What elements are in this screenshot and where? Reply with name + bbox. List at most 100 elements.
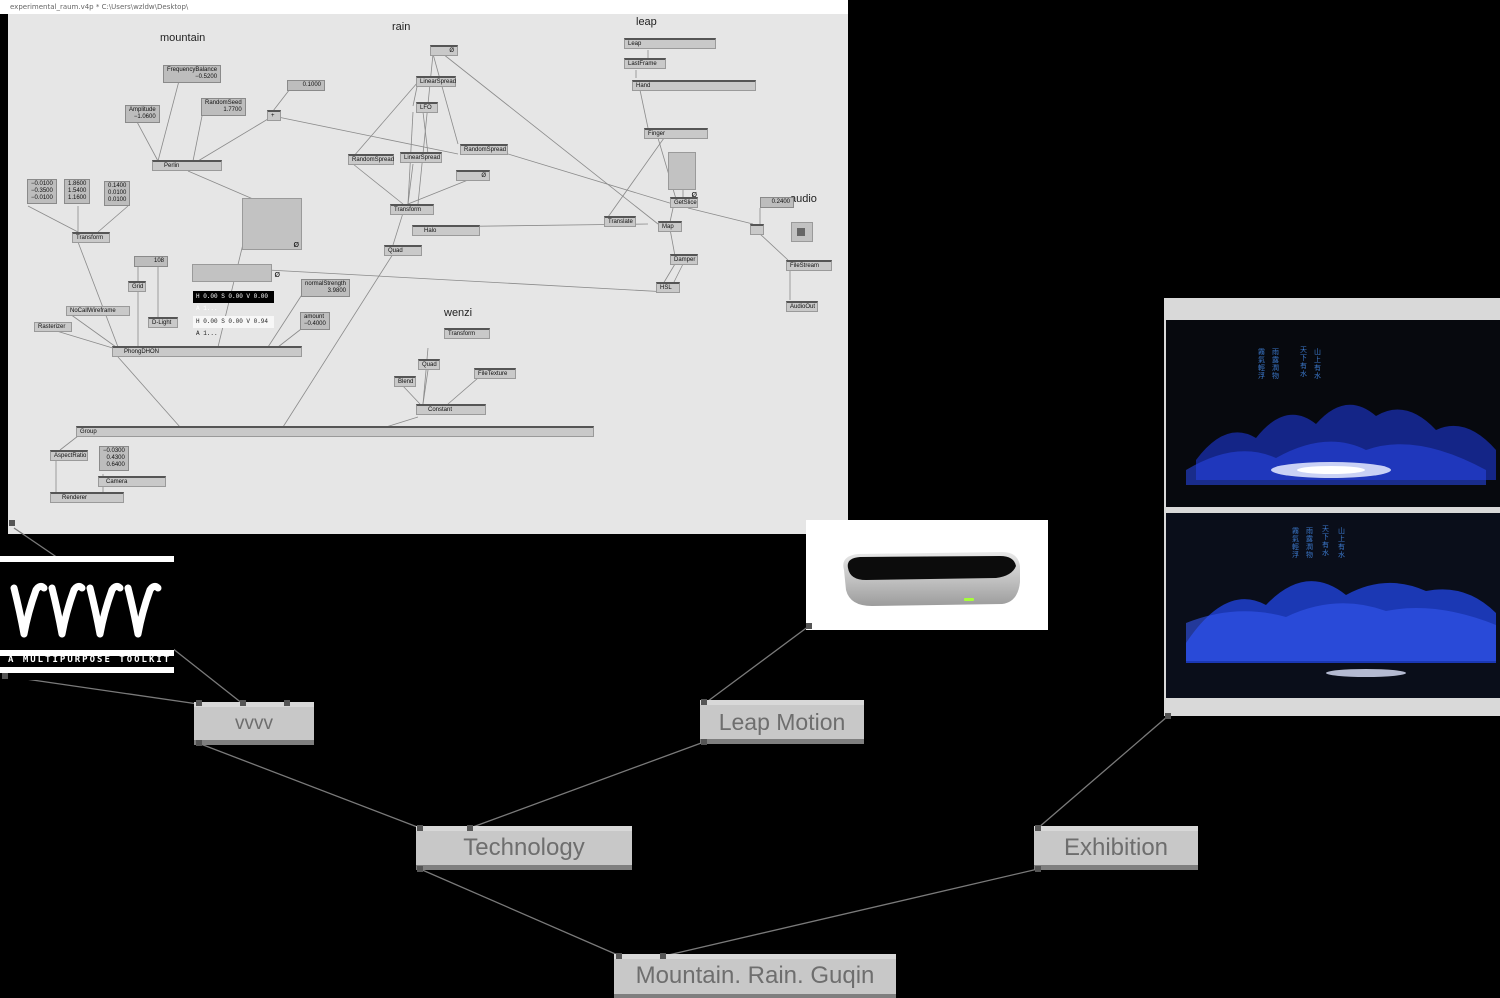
vector-iobox-3[interactable]: 0.1400 0.0100 0.0100 — [104, 181, 131, 206]
exhibition-node-box[interactable]: Exhibition — [1034, 826, 1198, 870]
file-stream-node[interactable]: FileStream — [786, 260, 832, 271]
leap-motion-device-icon — [843, 552, 1020, 606]
plus-node[interactable]: + — [267, 110, 281, 121]
phong-node[interactable]: PhongDHON — [112, 346, 302, 357]
value-108-iobox[interactable]: 108 — [134, 256, 168, 267]
exhibition-photo-2: 霧氣輕浮 雨露潤物 天下有水 山上有水 — [1166, 513, 1500, 698]
root-box-pin-tm — [660, 953, 666, 959]
color-iobox-black[interactable]: H 0.00 S 0.00 V 0.00 A 1... — [193, 291, 274, 312]
halo-label: Halo — [424, 228, 437, 234]
vector-iobox-2[interactable]: 1.8600 1.5400 1.1600 — [64, 179, 91, 204]
exhibition-photos: 霧氣輕浮 雨露潤物 天下有水 山上有水 霧氣輕浮 雨露潤物 天下有水 山上有水 — [1164, 298, 1500, 716]
get-slice-node[interactable]: GetSlice — [670, 197, 698, 208]
zero-label: Ø — [293, 241, 299, 249]
transform-node-mountain[interactable]: Transform — [72, 232, 110, 243]
vvvv-box-pin-tl — [196, 700, 202, 706]
map-node[interactable]: Map — [658, 221, 682, 232]
projection-landscape-1 — [1166, 320, 1500, 507]
color-iobox-white[interactable]: H 0.00 S 0.00 V 0.94 A 1... — [193, 316, 274, 337]
vvvv-logo: A MULTIPURPOSE TOOLKIT — [0, 556, 174, 680]
perlin-label: Perlin — [164, 163, 180, 169]
hand-node[interactable]: Hand — [632, 80, 756, 91]
value-0-2400-iobox[interactable]: 0.2400 — [760, 197, 794, 208]
exhibition-photo-1: 霧氣輕浮 雨露潤物 天下有水 山上有水 — [1166, 320, 1500, 507]
camera-vector-iobox[interactable]: −0.0300 0.4300 0.6400 — [99, 446, 129, 471]
normal-strength-label: normalStrength — [305, 281, 347, 287]
linear-spread-node-1[interactable]: LinearSpread — [416, 76, 456, 87]
leap-node[interactable]: Leap — [624, 38, 716, 49]
vvvv-box-pin-tr — [284, 700, 290, 706]
technology-box-pin-tm — [467, 825, 473, 831]
vector-iobox-1[interactable]: −0.0100 −0.3500 −0.0100 — [27, 179, 57, 204]
halo-node[interactable]: Halo — [412, 225, 480, 236]
root-node-box[interactable]: Mountain. Rain. Guqin — [614, 954, 896, 998]
leap-motion-node-label: Leap Motion — [718, 709, 846, 735]
hsl-node[interactable]: HSL — [656, 282, 680, 293]
logo-bar-bottom — [0, 667, 174, 673]
group-node[interactable]: Group — [76, 426, 594, 437]
camera-node[interactable]: Camera — [98, 476, 166, 487]
exhibition-text-col3: 天下有水 — [1300, 346, 1307, 378]
translate-node[interactable]: Translate — [604, 216, 636, 227]
blend-node[interactable]: Blend — [394, 376, 416, 387]
quad-node-rain[interactable]: Quad — [384, 245, 422, 256]
perlin-node[interactable]: Perlin — [152, 160, 222, 171]
root-box-pin-tl — [616, 953, 622, 959]
patch-connector-pin — [9, 520, 15, 526]
random-seed-label: RandomSeed — [205, 100, 242, 106]
rain-zero-node[interactable]: Ø — [430, 45, 458, 56]
amount-label: amount — [304, 314, 325, 320]
normal-strength-value: 3.9800 — [327, 288, 347, 294]
frequency-balance-iobox[interactable]: FrequencyBalance−0.5200 — [163, 65, 222, 83]
vvvv-logo-wordmark — [10, 582, 162, 638]
amount-iobox[interactable]: amount−0.4000 — [300, 312, 330, 330]
amplitude-iobox[interactable]: Amplitude−1.0600 — [125, 105, 160, 123]
random-spread-node-2[interactable]: RandomSpread — [460, 144, 508, 155]
window-title: experimental_raum.v4p * C:\Users\wzldw\D… — [10, 3, 189, 11]
nocall-wireframe-node[interactable]: NoCallWireframe — [66, 306, 130, 316]
section-label-rain: rain — [392, 21, 411, 33]
lfo-node[interactable]: LFO — [416, 102, 438, 113]
transform-node-rain[interactable]: Transform — [390, 204, 434, 215]
finger-node[interactable]: Finger — [644, 128, 708, 139]
section-label-mountain: mountain — [160, 32, 206, 44]
logo-tagline: A MULTIPURPOSE TOOLKIT — [8, 655, 172, 665]
vvvv-patch-canvas[interactable]: mountain rain leap audio wenzi Frequency… — [8, 14, 848, 534]
audio-small-node[interactable] — [750, 224, 764, 235]
camera-label: Camera — [106, 479, 128, 485]
rain-zero-node-2[interactable]: Ø — [456, 170, 490, 181]
vvvv-node-box[interactable]: vvvv — [194, 702, 314, 745]
technology-node-box[interactable]: Technology — [416, 826, 632, 870]
audio-out-node[interactable]: AudioOut — [786, 301, 818, 312]
renderer-label: Renderer — [62, 495, 88, 501]
transform-node-wenzi[interactable]: Transform — [444, 328, 490, 339]
aspect-ratio-node[interactable]: AspectRatio — [50, 450, 88, 461]
rasterizer-node[interactable]: Rasterizer — [34, 322, 72, 332]
exhibition-text-col4: 山上有水 — [1314, 348, 1321, 380]
constant-label: Constant — [428, 407, 453, 413]
logo-connector-pin — [2, 673, 8, 679]
leap-motion-node-box[interactable]: Leap Motion — [700, 700, 864, 744]
value-0-1000-iobox[interactable]: 0.1000 — [287, 80, 325, 91]
amount-value: −0.4000 — [304, 321, 326, 327]
dlight-node[interactable]: D-Light — [148, 317, 178, 328]
leap-connector-pin — [806, 623, 812, 629]
vvvv-box-pin-bl — [196, 740, 202, 746]
file-texture-node[interactable]: FileTexture — [474, 368, 516, 379]
grid-node[interactable]: Grid — [128, 281, 146, 292]
constant-node[interactable]: Constant — [416, 404, 486, 415]
linear-spread-node-2[interactable]: LinearSpread — [400, 152, 442, 163]
last-frame-node[interactable]: LastFrame — [624, 58, 666, 69]
quad-node-wenzi[interactable]: Quad — [418, 359, 440, 370]
color-picker-header[interactable]: Ø — [192, 264, 280, 282]
zero-label: Ø — [449, 48, 454, 54]
damper-node[interactable]: Damper — [670, 254, 698, 265]
root-node-label: Mountain. Rain. Guqin — [635, 962, 875, 989]
random-spread-node-1[interactable]: RandomSpread — [348, 154, 394, 165]
logo-bar-top — [0, 650, 174, 656]
renderer-node[interactable]: Renderer — [50, 492, 124, 503]
exhibition-text-col1b: 霧氣輕浮 — [1292, 527, 1299, 559]
